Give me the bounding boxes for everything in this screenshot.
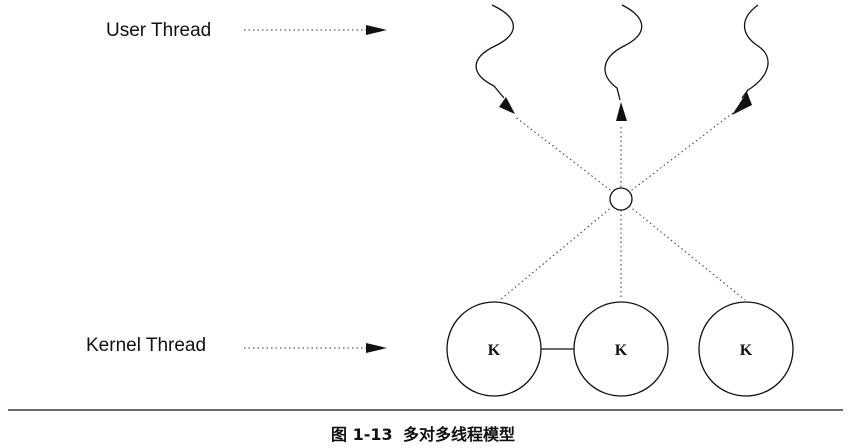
user-thread-wave-3 [741,4,769,99]
kernel-thread-node-1 [446,301,542,397]
user-thread-label: User Thread [106,20,211,41]
user-thread-wave-2 [604,4,643,101]
user-thread-arrowhead-3 [732,92,752,115]
kernel-thread-node-2-label: K [615,342,628,359]
mux-to-kernel-line-3 [628,205,746,301]
user-thread-pointer-arrowhead [366,25,387,35]
figure-title: 多对多线程模型 [403,425,515,444]
mux-node [609,187,633,211]
kernel-thread-node-1-label: K [488,342,501,359]
mux-to-user-line-1 [513,115,615,194]
kernel-thread-node-3 [698,301,794,397]
mux-to-user-line-3 [627,111,735,194]
kernel-thread-label: Kernel Thread [86,335,206,356]
kernel-thread-pointer-arrowhead [366,343,387,353]
kernel-thread-node-3-label: K [740,342,753,359]
user-thread-arrowhead-1 [499,97,515,114]
user-thread-arrowhead-2 [616,102,627,121]
kernel-thread-node-2 [573,301,669,397]
figure-number: 图 1-13 [331,425,393,444]
mux-to-kernel-line-1 [499,205,614,301]
user-thread-wave-1 [475,4,514,99]
